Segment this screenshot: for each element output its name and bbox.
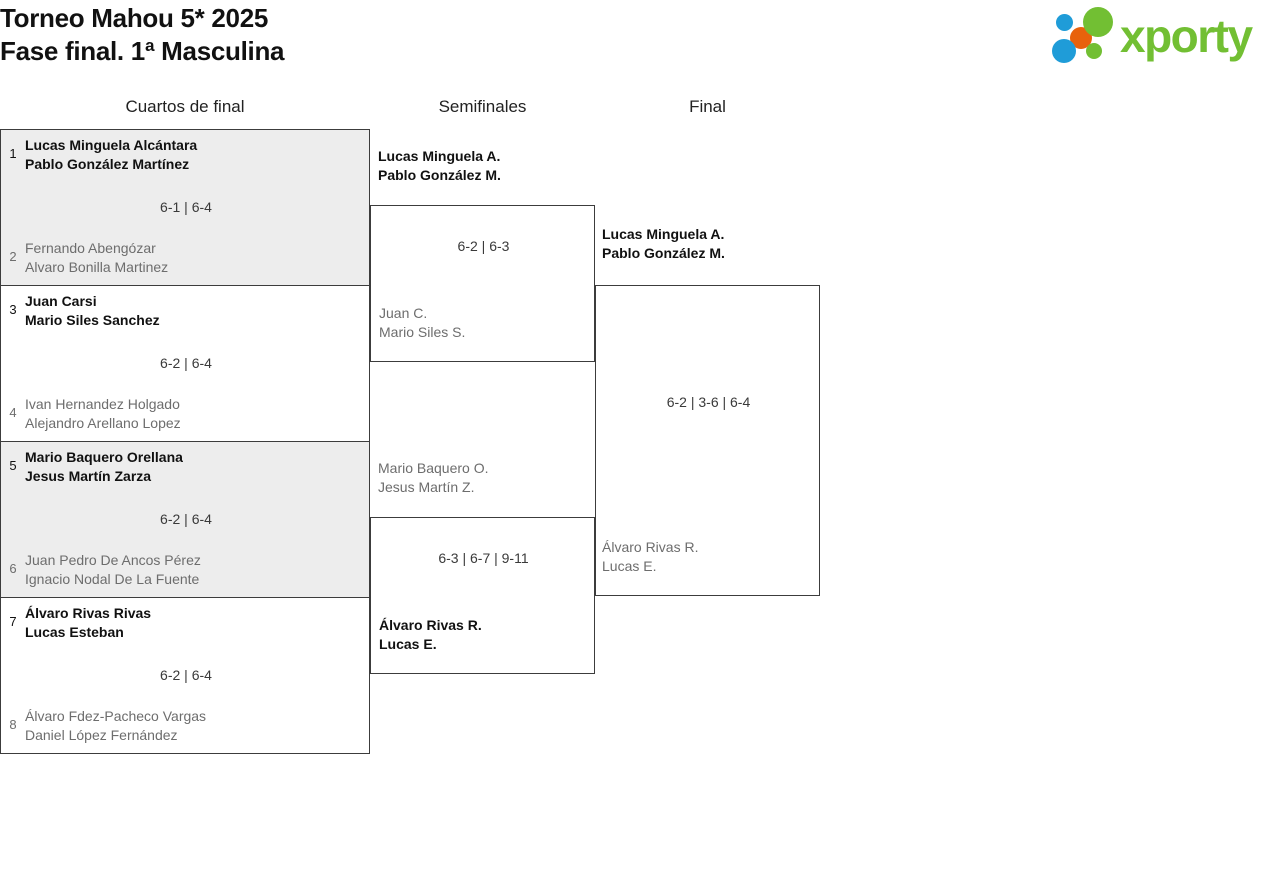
- player-name: Lucas Esteban: [25, 624, 124, 640]
- player-name: Pablo González M.: [602, 245, 725, 261]
- player-name: Jesus Martín Z.: [378, 479, 475, 495]
- seed-number: 8: [9, 717, 17, 732]
- seed-number: 3: [9, 302, 17, 317]
- player-name: Mario Siles S.: [379, 324, 466, 340]
- player-name: Alvaro Bonilla Martinez: [25, 259, 169, 275]
- team-qf2-top[interactable]: 3 Juan Carsi Mario Siles Sanchez: [1, 292, 160, 330]
- match-box-qf-3[interactable]: 5 Mario Baquero Orellana Jesus Martín Za…: [0, 441, 370, 598]
- team-sf1-top[interactable]: Lucas Minguela A. Pablo González M.: [378, 147, 501, 185]
- logo-dot-green-small-icon: [1086, 43, 1102, 59]
- player-name: Mario Baquero O.: [378, 460, 489, 476]
- team-qf1-top[interactable]: 1 Lucas Minguela Alcántara Pablo Gonzále…: [1, 136, 197, 174]
- xporty-logo[interactable]: xporty: [1050, 5, 1274, 67]
- team-qf1-bottom[interactable]: 2 Fernando Abengózar Alvaro Bonilla Mart…: [1, 239, 168, 277]
- player-name: Juan Carsi: [25, 293, 97, 309]
- match-score-sf-1: 6-2 | 6-3: [457, 238, 510, 254]
- logo-dots-icon: [1050, 5, 1130, 67]
- team-sf2-top[interactable]: Mario Baquero O. Jesus Martín Z.: [378, 459, 489, 497]
- logo-wordmark: xporty: [1120, 10, 1253, 62]
- match-box-qf-2[interactable]: 3 Juan Carsi Mario Siles Sanchez 6-2 | 6…: [0, 285, 370, 442]
- team-final-bottom[interactable]: Álvaro Rivas R. Lucas E.: [602, 538, 698, 576]
- player-name: Daniel López Fernández: [25, 727, 178, 743]
- player-name: Juan C.: [379, 305, 428, 321]
- player-name: Lucas Minguela A.: [378, 148, 501, 164]
- player-name: Pablo González M.: [378, 167, 501, 183]
- player-name: Mario Baquero Orellana: [25, 449, 183, 465]
- match-score-qf-2: 6-2 | 6-4: [160, 355, 212, 371]
- seed-number: 2: [9, 249, 17, 264]
- player-name: Pablo González Martínez: [25, 156, 190, 172]
- match-score-qf-1: 6-1 | 6-4: [160, 199, 212, 215]
- seed-number: 5: [9, 458, 17, 473]
- match-box-qf-4[interactable]: 7 Álvaro Rivas Rivas Lucas Esteban 6-2 |…: [0, 597, 370, 754]
- round-header-semifinals: Semifinales: [438, 97, 527, 116]
- page-title: Torneo Mahou 5* 2025 Fase final. 1ª Masc…: [0, 2, 285, 68]
- round-header-final: Final: [689, 97, 726, 116]
- player-name: Álvaro Rivas R.: [379, 617, 482, 633]
- team-sf1-bottom[interactable]: Juan C. Mario Siles S.: [379, 304, 465, 342]
- player-name: Lucas Minguela Alcántara: [25, 137, 198, 153]
- seed-number: 6: [9, 561, 17, 576]
- match-score-qf-4: 6-2 | 6-4: [160, 667, 212, 683]
- match-score-sf-2: 6-3 | 6-7 | 9-11: [438, 550, 529, 566]
- team-qf4-top[interactable]: 7 Álvaro Rivas Rivas Lucas Esteban: [1, 604, 151, 642]
- team-final-top[interactable]: Lucas Minguela A. Pablo González M.: [602, 225, 725, 263]
- match-box-qf-1[interactable]: 1 Lucas Minguela Alcántara Pablo Gonzále…: [0, 129, 370, 286]
- player-name: Lucas E.: [379, 636, 437, 652]
- team-qf4-bottom[interactable]: 8 Álvaro Fdez-Pacheco Vargas Daniel Lópe…: [1, 707, 206, 745]
- match-box-final[interactable]: 6-2 | 3-6 | 6-4 Álvaro Rivas R. Lucas E.: [595, 285, 820, 596]
- tournament-phase: Fase final. 1ª Masculina: [0, 36, 285, 66]
- player-name: Ivan Hernandez Holgado: [25, 396, 180, 412]
- player-name: Lucas E.: [602, 558, 657, 574]
- player-name: Álvaro Rivas R.: [602, 539, 699, 555]
- player-name: Mario Siles Sanchez: [25, 312, 160, 328]
- player-name: Ignacio Nodal De La Fuente: [25, 571, 200, 587]
- match-score-qf-3: 6-2 | 6-4: [160, 511, 212, 527]
- seed-number: 7: [9, 614, 17, 629]
- player-name: Lucas Minguela A.: [602, 226, 725, 242]
- round-header-quarterfinals: Cuartos de final: [125, 97, 245, 116]
- seed-number: 4: [9, 405, 17, 420]
- player-name: Alejandro Arellano Lopez: [25, 415, 181, 431]
- player-name: Juan Pedro De Ancos Pérez: [25, 552, 201, 568]
- logo-dot-green-large-icon: [1083, 7, 1113, 37]
- team-qf3-bottom[interactable]: 6 Juan Pedro De Ancos Pérez Ignacio Noda…: [1, 551, 201, 589]
- logo-dot-blue-large-icon: [1052, 39, 1076, 63]
- seed-number: 1: [9, 146, 17, 161]
- player-name: Jesus Martín Zarza: [25, 468, 152, 484]
- match-box-sf-2[interactable]: 6-3 | 6-7 | 9-11 Álvaro Rivas R. Lucas E…: [370, 517, 595, 674]
- match-box-sf-1[interactable]: 6-2 | 6-3 Juan C. Mario Siles S.: [370, 205, 595, 362]
- team-qf3-top[interactable]: 5 Mario Baquero Orellana Jesus Martín Za…: [1, 448, 183, 486]
- player-name: Fernando Abengózar: [25, 240, 156, 256]
- logo-dot-blue-small-icon: [1056, 14, 1073, 31]
- tournament-name: Torneo Mahou 5* 2025: [0, 3, 269, 33]
- team-qf2-bottom[interactable]: 4 Ivan Hernandez Holgado Alejandro Arell…: [1, 395, 181, 433]
- team-sf2-bottom[interactable]: Álvaro Rivas R. Lucas E.: [379, 616, 482, 654]
- player-name: Álvaro Fdez-Pacheco Vargas: [25, 708, 207, 724]
- player-name: Álvaro Rivas Rivas: [25, 605, 152, 621]
- match-score-final: 6-2 | 3-6 | 6-4: [666, 394, 751, 410]
